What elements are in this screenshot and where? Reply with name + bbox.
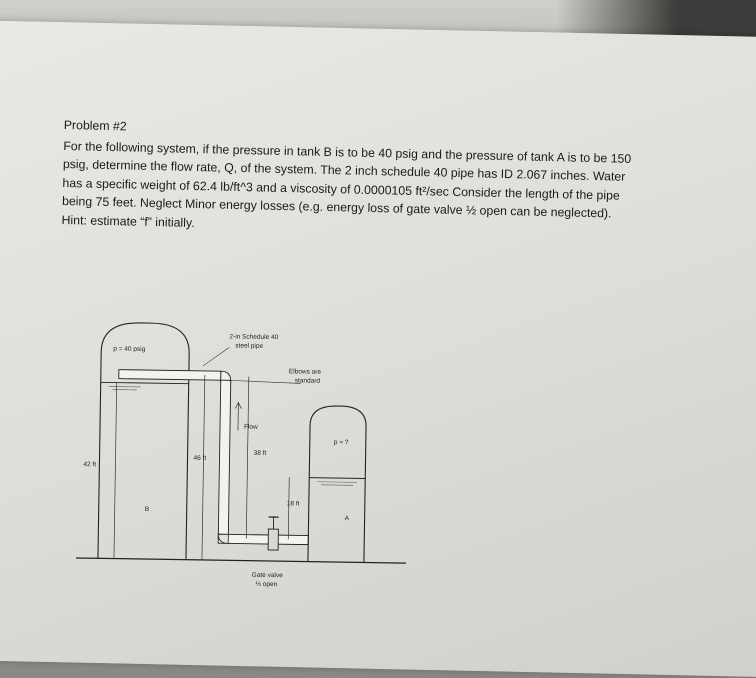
tank-b-water-line [101,382,189,383]
valve-label-1: Gate valve [252,572,284,579]
dim-line-42 [114,383,117,559]
valve-label-2: ½ open [256,580,278,588]
bottom-pipe [218,534,308,544]
tank-b-label: B [145,506,149,513]
pipe-system-diagram: 2-in Schedule 40 steel pipe p = 40 psig … [75,300,420,595]
elbows-label-1: Elbows are [289,368,322,376]
tank-b-water-hatch [109,386,141,387]
dim-line-18 [288,477,289,539]
elbows-label-2: standard [295,377,321,384]
diagram-svg: 2-in Schedule 40 steel pipe p = 40 psig … [76,300,420,590]
tank-a-water-hatch [317,482,357,483]
dim-46-label: 46 ft [193,455,206,462]
pipe-label-1: 2-in Schedule 40 [229,333,278,341]
tank-b-pressure: p = 40 psig [113,346,145,354]
vertical-pipe [218,380,230,538]
tank-a-water-line [309,478,365,479]
tank-a-outline [308,406,366,563]
pipe-label-2: steel pipe [235,342,263,349]
ground-line [76,558,406,563]
tank-a-label: A [345,515,350,522]
elbow-leader [231,380,301,383]
problem-text: Problem #2 For the following system, if … [61,116,743,244]
tank-a-water-hatch [321,485,353,486]
dim-42-label: 42 ft [83,461,96,468]
tank-a-pressure: p = ? [334,439,349,446]
tank-b-outline [98,322,190,559]
flow-label: Flow [244,424,258,431]
dim-18-label: 18 ft [287,500,300,507]
dim-line-46 [202,375,205,560]
gate-valve [268,529,278,550]
dim-line-38 [246,377,249,539]
dim-38-label: 38 ft [254,450,267,457]
top-pipe [119,370,221,381]
pipe-leader [203,347,229,366]
